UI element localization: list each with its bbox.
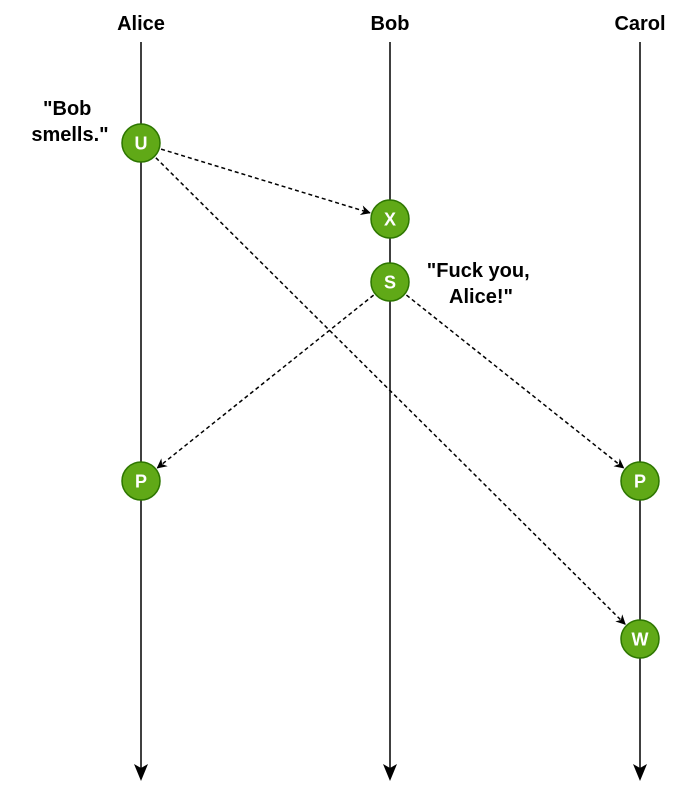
bob-quote-line-1: "Fuck you, xyxy=(427,260,530,282)
lifeline-arrowhead-bob xyxy=(383,764,397,781)
lifeline-title-carol: Carol xyxy=(614,13,665,35)
lifeline-title-bob: Bob xyxy=(371,13,410,35)
event-circle-carol-w xyxy=(620,619,660,659)
message-bob-s-to-carol-p xyxy=(405,294,625,469)
event-circle-bob-x xyxy=(370,199,410,239)
message-alice-u-to-bob-x xyxy=(160,148,371,216)
message-alice-u-to-carol-w xyxy=(155,157,626,625)
bob-quote: "Fuck you, Alice!" xyxy=(427,260,535,308)
event-bob-s: S xyxy=(370,262,410,302)
alice-quote-line-2: smells." xyxy=(31,124,108,146)
lifeline-title-alice: Alice xyxy=(117,13,165,35)
event-alice-p: P xyxy=(121,461,161,501)
event-carol-w: W xyxy=(620,619,660,659)
lifeline-arrowhead-alice xyxy=(134,764,148,781)
event-carol-p: P xyxy=(620,461,660,501)
event-circle-alice-p xyxy=(121,461,161,501)
event-label-carol-w: W xyxy=(632,630,649,650)
event-circle-bob-s xyxy=(370,262,410,302)
bob-quote-line-2: Alice!" xyxy=(449,286,513,308)
event-label-bob-s: S xyxy=(384,273,396,293)
event-alice-u: U xyxy=(121,123,161,163)
message-bob-s-to-alice-p xyxy=(156,294,375,469)
alice-quote: "Bob smells." xyxy=(31,98,108,146)
event-label-alice-p: P xyxy=(135,472,147,492)
event-label-bob-x: X xyxy=(384,210,396,230)
event-bob-x: X xyxy=(370,199,410,239)
lifeline-arrowhead-carol xyxy=(633,764,647,781)
event-label-alice-u: U xyxy=(135,134,148,154)
event-label-carol-p: P xyxy=(634,472,646,492)
event-circle-carol-p xyxy=(620,461,660,501)
event-circle-alice-u xyxy=(121,123,161,163)
alice-quote-line-1: "Bob xyxy=(43,98,91,120)
